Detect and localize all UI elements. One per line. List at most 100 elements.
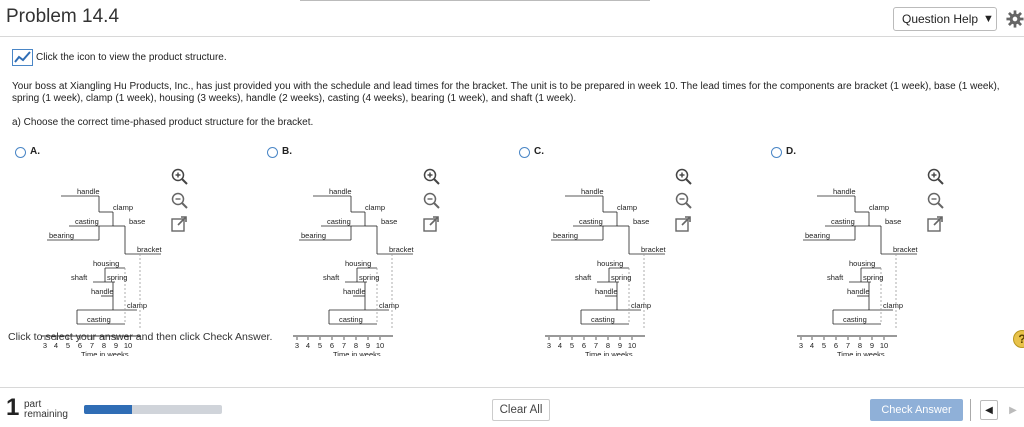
- zoom-in-icon[interactable]: [927, 168, 944, 185]
- option-d: D.: [771, 146, 971, 359]
- diagram-label-base: base: [381, 217, 397, 226]
- gear-icon[interactable]: [1006, 10, 1024, 28]
- tick-label: 9: [366, 341, 370, 350]
- clear-all-button[interactable]: Clear All: [492, 399, 550, 421]
- diagram-label-casting-2: casting: [87, 315, 111, 324]
- popout-icon[interactable]: [423, 216, 440, 233]
- zoom-in-icon[interactable]: [171, 168, 188, 185]
- tick-label: 6: [330, 341, 334, 350]
- diagram-label-housing: housing: [597, 259, 623, 268]
- option-radio[interactable]: [267, 147, 278, 158]
- tick-label: 5: [822, 341, 826, 350]
- diagram-label-casting: casting: [831, 217, 855, 226]
- diagram-label-casting: casting: [327, 217, 351, 226]
- zoom-out-icon[interactable]: [675, 192, 692, 209]
- check-answer-button[interactable]: Check Answer: [870, 399, 963, 421]
- diagram-label-casting-2: casting: [843, 315, 867, 324]
- diagram-label-bearing: bearing: [301, 231, 326, 240]
- chart-icon[interactable]: [12, 49, 33, 66]
- caret-down-icon: ▼: [983, 13, 994, 25]
- tick-label: 6: [78, 341, 82, 350]
- zoom-out-icon[interactable]: [927, 192, 944, 209]
- tick-label: 8: [354, 341, 358, 350]
- tick-label: 8: [858, 341, 862, 350]
- tick-label: 9: [870, 341, 874, 350]
- question-help-button[interactable]: Question Help ▼: [893, 7, 997, 31]
- tick-label: 6: [582, 341, 586, 350]
- tick-label: 5: [66, 341, 70, 350]
- problem-statement: Your boss at Xiangling Hu Products, Inc.…: [12, 81, 1000, 104]
- diagram-label-shaft: shaft: [71, 273, 88, 282]
- instruction-text: Click to select your answer and then cli…: [8, 331, 273, 343]
- tick-label: 3: [799, 341, 803, 350]
- option-radio[interactable]: [519, 147, 530, 158]
- popout-icon[interactable]: [675, 216, 692, 233]
- footer: 1 part remaining Clear All Check Answer …: [0, 387, 1024, 427]
- parts-label-line2: remaining: [24, 409, 68, 420]
- zoom-out-icon[interactable]: [171, 192, 188, 209]
- tick-label: 7: [90, 341, 94, 350]
- diagram-label-handle-2: handle: [595, 287, 618, 296]
- zoom-in-icon[interactable]: [423, 168, 440, 185]
- tick-label: 4: [810, 341, 814, 350]
- diagram-label-clamp: clamp: [113, 203, 133, 212]
- tick-label: 9: [114, 341, 118, 350]
- page-title: Problem 14.4: [6, 6, 120, 27]
- previous-question-button[interactable]: ◀: [980, 400, 998, 420]
- diagram-label-spring: spring: [359, 273, 379, 282]
- tick-label: 10: [376, 341, 384, 350]
- tick-label: 9: [618, 341, 622, 350]
- diagram-label-casting-2: casting: [591, 315, 615, 324]
- option-a: A.: [15, 146, 215, 359]
- tick-label: 10: [628, 341, 636, 350]
- option-label[interactable]: B.: [282, 146, 292, 157]
- diagram-label-clamp-2: clamp: [379, 301, 399, 310]
- diagram-label-shaft: shaft: [575, 273, 592, 282]
- product-structure-link: Click the icon to view the product struc…: [12, 49, 227, 66]
- axis-label: Time in weeks: [837, 350, 885, 356]
- diagram-label-bearing: bearing: [805, 231, 830, 240]
- diagram-label-bracket: bracket: [893, 245, 919, 254]
- option-radio[interactable]: [15, 147, 26, 158]
- tick-label: 4: [558, 341, 562, 350]
- option-b: B.: [267, 146, 467, 359]
- diagram-label-casting: casting: [75, 217, 99, 226]
- tick-label: 4: [54, 341, 58, 350]
- tick-label: 3: [547, 341, 551, 350]
- diagram-label-bearing: bearing: [553, 231, 578, 240]
- diagram-tools: [927, 168, 945, 240]
- header: Problem 14.4 Question Help ▼: [0, 0, 1024, 37]
- option-radio[interactable]: [771, 147, 782, 158]
- zoom-in-icon[interactable]: [675, 168, 692, 185]
- diagram-label-clamp: clamp: [869, 203, 889, 212]
- next-question-button[interactable]: ▶: [1009, 404, 1017, 416]
- axis-label: Time in weeks: [81, 350, 129, 356]
- help-icon[interactable]: ?: [1013, 330, 1024, 348]
- diagram-label-handle: handle: [329, 187, 352, 196]
- diagram-label-spring: spring: [107, 273, 127, 282]
- popout-icon[interactable]: [927, 216, 944, 233]
- option-label[interactable]: D.: [786, 146, 796, 157]
- diagram-label-casting: casting: [579, 217, 603, 226]
- diagram-label-shaft: shaft: [323, 273, 340, 282]
- question-help-label: Question Help: [902, 12, 979, 26]
- axis-label: Time in weeks: [333, 350, 381, 356]
- tick-label: 4: [306, 341, 310, 350]
- progress-bar: [84, 405, 222, 414]
- option-c: C.: [519, 146, 719, 359]
- diagram-label-handle: handle: [581, 187, 604, 196]
- zoom-out-icon[interactable]: [423, 192, 440, 209]
- diagram-label-handle: handle: [833, 187, 856, 196]
- diagram-label-clamp-2: clamp: [631, 301, 651, 310]
- option-label[interactable]: A.: [30, 146, 40, 157]
- diagram-label-bracket: bracket: [389, 245, 415, 254]
- diagram-label-housing: housing: [345, 259, 371, 268]
- parts-label-line1: part: [24, 399, 42, 410]
- option-label[interactable]: C.: [534, 146, 544, 157]
- popout-icon[interactable]: [171, 216, 188, 233]
